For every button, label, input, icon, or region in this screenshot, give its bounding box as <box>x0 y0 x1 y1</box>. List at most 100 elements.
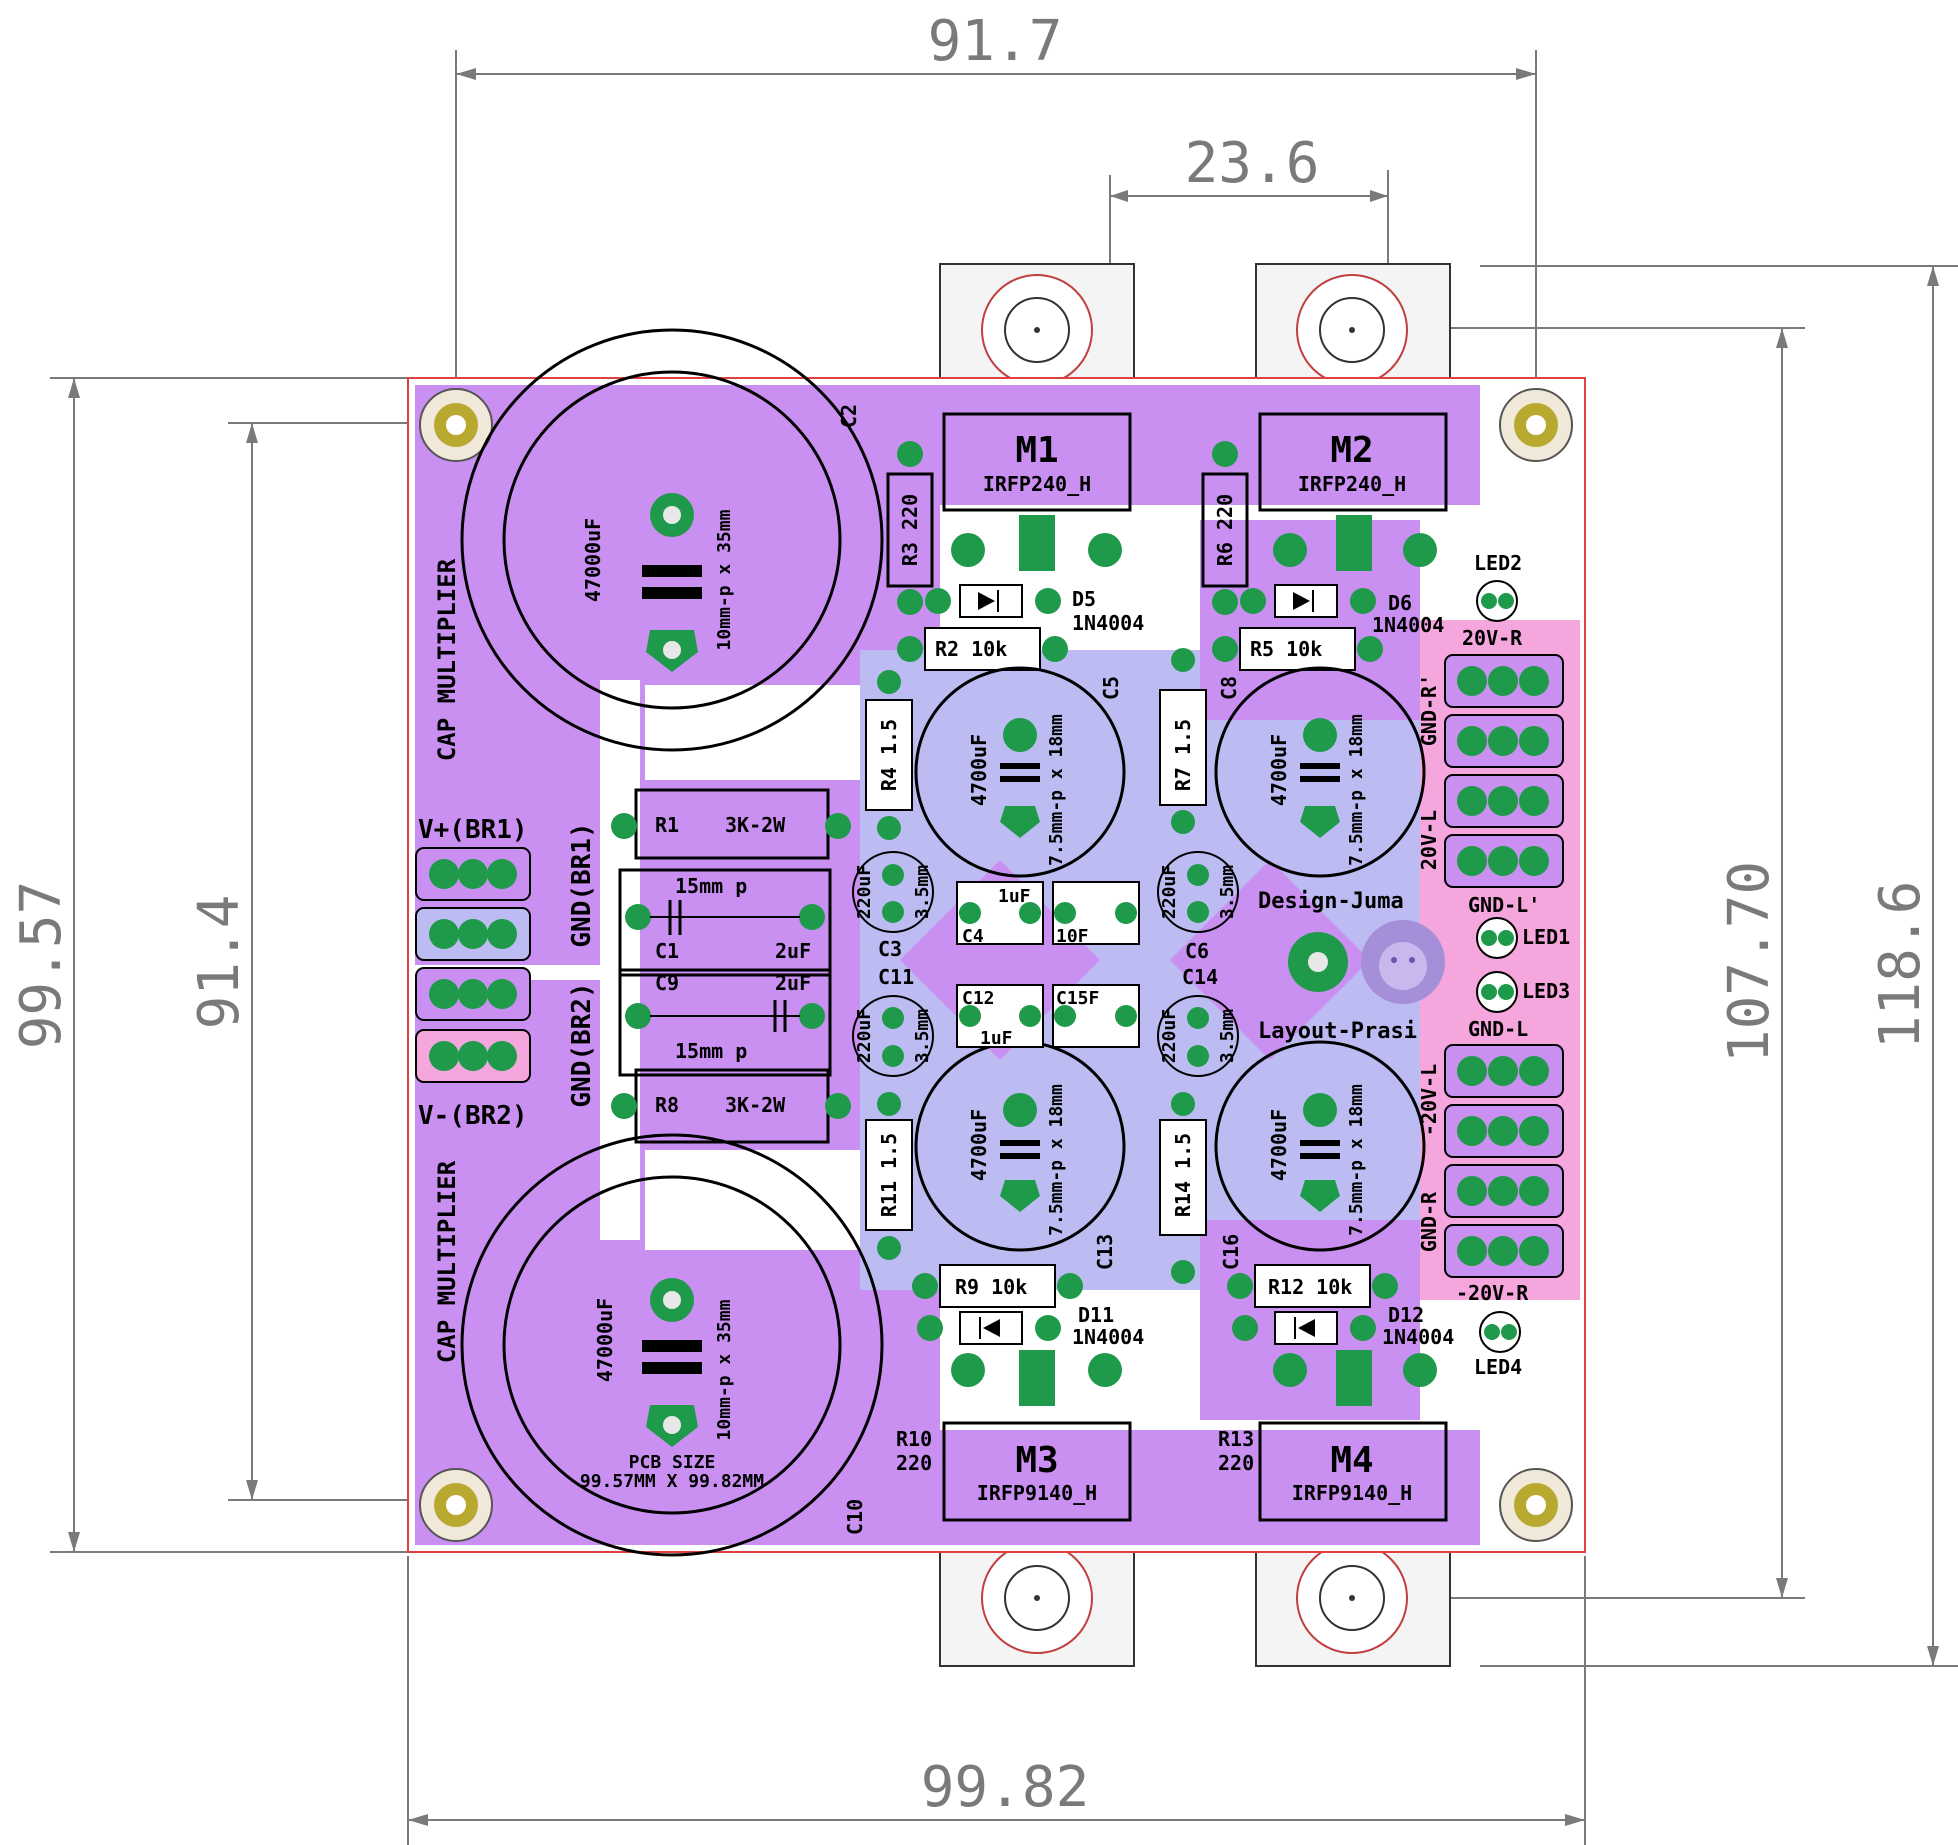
r14-label: R14 1.5 <box>1171 1133 1195 1217</box>
capacitor-c4 <box>956 881 1044 945</box>
c2-value: 47000uF <box>581 518 605 602</box>
capacitor-c14 <box>1157 995 1239 1077</box>
connector-20v-l-label: 20V-L <box>1417 810 1441 870</box>
connector-gnd-l-prime-label: GND-L' <box>1468 893 1540 917</box>
d5-part: 1N4004 <box>1072 611 1144 635</box>
c6-value: 220uF <box>1159 865 1180 919</box>
capacitor-c9 <box>618 968 832 1077</box>
m2-part: IRFP240_H <box>1298 472 1406 496</box>
m1-part: IRFP240_H <box>983 472 1091 496</box>
c11-label: C11 <box>878 965 914 989</box>
c7-value: 10F <box>1056 926 1089 947</box>
cap-multiplier-top-label: CAP MULTIPLIER <box>433 558 461 761</box>
dimension-right-outer: 118.6 <box>1868 881 1933 1050</box>
r1-value: 3K-2W <box>725 813 786 837</box>
c2-size: 10mm-p x 35mm <box>714 509 735 650</box>
c8-value: 4700uF <box>1267 734 1291 806</box>
transistor-m2 <box>1258 412 1448 571</box>
c5-value: 4700uF <box>967 734 991 806</box>
c3-value: 220uF <box>854 865 875 919</box>
mounting-hole-top-right <box>1499 388 1573 462</box>
c6-pitch: 3.5mm <box>1217 865 1238 919</box>
c4-value: 1uF <box>998 886 1031 907</box>
vplus-label: V+(BR1) <box>418 815 528 845</box>
d6-part: 1N4004 <box>1372 613 1444 637</box>
resistor-r9 <box>912 1264 1083 1308</box>
diode-d6 <box>1240 584 1376 618</box>
connector-20v-r-label: 20V-R <box>1462 626 1523 650</box>
capacitor-c10 <box>460 1133 884 1557</box>
r4-label: R4 1.5 <box>877 719 901 791</box>
r11-label: R11 1.5 <box>877 1133 901 1217</box>
r12-label: R12 10k <box>1268 1275 1352 1299</box>
r2-label: R2 10k <box>935 637 1007 661</box>
resistor-r5 <box>1212 627 1383 671</box>
capacitor-c12 <box>956 984 1044 1048</box>
resistor-r4 <box>865 670 913 840</box>
r13-value: 220 <box>1218 1451 1254 1475</box>
c15-label: C15F <box>1056 988 1099 1009</box>
dimension-top-width: 91.7 <box>928 9 1063 74</box>
c1-pitch: 15mm p <box>675 874 747 898</box>
r13-label: R13 <box>1218 1427 1254 1451</box>
resistor-r3 <box>886 441 934 615</box>
r5-label: R5 10k <box>1250 637 1322 661</box>
design-credit: Design-Juma <box>1258 889 1404 914</box>
r10-value: 220 <box>896 1451 932 1475</box>
pcb-size-label: PCB SIZE <box>629 1452 716 1473</box>
connector-neg20v-r-label: -20V-R <box>1456 1281 1529 1305</box>
connector-neg20v-l-label: -20V-L <box>1417 1064 1441 1136</box>
d11-label: D11 <box>1078 1303 1114 1327</box>
dimension-lines <box>50 50 1958 1845</box>
c14-value: 220uF <box>1159 1009 1180 1063</box>
vminus-label: V-(BR2) <box>418 1101 528 1131</box>
c10-label: C10 <box>843 1499 867 1535</box>
capacitor-c1 <box>618 868 832 977</box>
lion-logo-icon <box>1361 920 1445 1004</box>
gnd-br2-label: GND(BR2) <box>567 982 597 1107</box>
r8-value: 3K-2W <box>725 1093 786 1117</box>
led1-label: LED1 <box>1522 925 1570 949</box>
c13-label: C13 <box>1093 1234 1117 1270</box>
m3-part: IRFP9140_H <box>977 1481 1097 1505</box>
c11-pitch: 3.5mm <box>912 1009 933 1063</box>
c9-pitch: 15mm p <box>675 1039 747 1063</box>
connector-gnd-l-label: GND-L <box>1468 1017 1528 1041</box>
capacitor-c2 <box>460 328 884 752</box>
diode-d5 <box>925 584 1061 618</box>
c13-size: 7.5mm-p x 18mm <box>1046 1084 1067 1236</box>
c9-label: C9 <box>655 971 679 995</box>
mounting-hole-bottom-right <box>1499 1468 1573 1542</box>
c14-pitch: 3.5mm <box>1217 1009 1238 1063</box>
gnd-br1-label: GND(BR1) <box>567 822 597 947</box>
transistor-m1 <box>942 412 1132 571</box>
led3-label: LED3 <box>1522 979 1570 1003</box>
diode-d12 <box>1232 1311 1376 1345</box>
c1-label: C1 <box>655 939 679 963</box>
c12-label: C12 <box>962 988 995 1009</box>
left-terminal-pads <box>429 859 517 1071</box>
c11-value: 220uF <box>854 1009 875 1063</box>
resistor-r7 <box>1159 648 1207 834</box>
c3-label: C3 <box>878 937 902 961</box>
c14-label: C14 <box>1182 965 1218 989</box>
led1 <box>1476 917 1518 959</box>
resistor-r6 <box>1201 441 1249 615</box>
c8-size: 7.5mm-p x 18mm <box>1346 714 1367 866</box>
pcb-size-value: 99.57MM X 99.82MM <box>580 1471 764 1492</box>
d11-part: 1N4004 <box>1072 1325 1144 1349</box>
right-connector-pads <box>1457 666 1549 1266</box>
dimension-bottom-width: 99.82 <box>921 1755 1090 1820</box>
c16-size: 7.5mm-p x 18mm <box>1346 1084 1367 1236</box>
r8-label: R8 <box>655 1093 679 1117</box>
r1-label: R1 <box>655 813 679 837</box>
capacitor-c5 <box>914 666 1126 878</box>
c16-value: 4700uF <box>1267 1109 1291 1181</box>
c12-value: 1uF <box>980 1028 1013 1049</box>
led4 <box>1479 1311 1521 1353</box>
c4-label: C4 <box>962 926 984 947</box>
m3-ref: M3 <box>1015 1440 1058 1481</box>
dimension-arrows <box>68 68 1939 1826</box>
d12-label: D12 <box>1388 1303 1424 1327</box>
